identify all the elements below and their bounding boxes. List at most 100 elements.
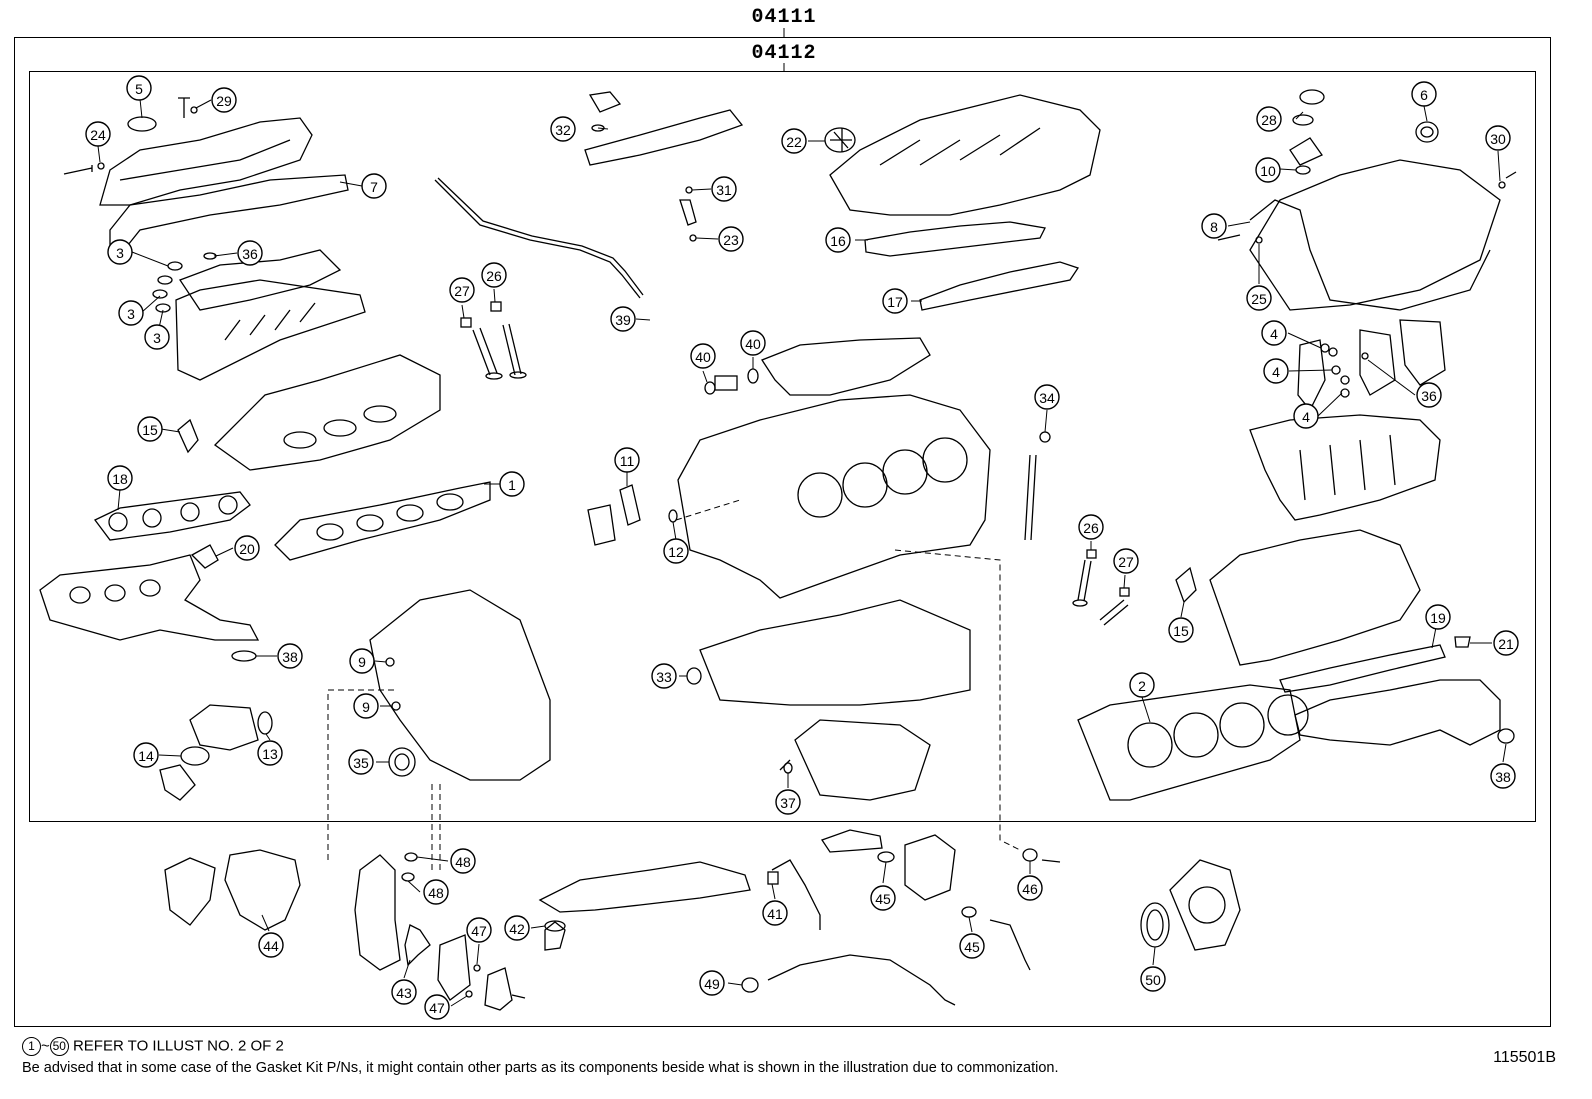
callout-number: 9	[358, 654, 366, 670]
callout-number: 10	[1260, 163, 1276, 179]
callout-number: 36	[1421, 388, 1437, 404]
callout-c23: 23	[718, 226, 744, 252]
callout-c16: 16	[825, 227, 851, 253]
callout-c41: 41	[762, 900, 788, 926]
callout-c22: 22	[781, 128, 807, 154]
callout-number: 39	[615, 312, 631, 328]
callout-c25: 25	[1246, 285, 1272, 311]
callout-c50: 50	[1140, 966, 1166, 992]
callout-number: 38	[282, 649, 298, 665]
callout-circle	[1411, 81, 1437, 107]
callout-c45a: 45	[870, 885, 896, 911]
callout-number: 20	[239, 541, 255, 557]
callout-number: 24	[90, 127, 106, 143]
callout-circle	[1416, 382, 1442, 408]
callout-circle	[663, 538, 689, 564]
callout-number: 3	[127, 306, 135, 322]
range-end-marker: 50	[49, 1037, 69, 1056]
callout-c3a: 3	[107, 239, 133, 265]
callout-c8: 8	[1201, 213, 1227, 239]
callout-c27a: 27	[449, 277, 475, 303]
leader-lines	[97, 98, 1507, 1007]
callout-number: 30	[1490, 131, 1506, 147]
callout-c19: 19	[1425, 604, 1451, 630]
callout-number: 11	[620, 453, 635, 469]
callout-c45b: 45	[959, 933, 985, 959]
callout-circle	[1201, 213, 1227, 239]
callout-c46: 46	[1017, 875, 1043, 901]
callout-circle	[959, 933, 985, 959]
callout-number: 8	[1210, 219, 1218, 235]
callout-number: 4	[1302, 409, 1310, 425]
callout-c18: 18	[107, 465, 133, 491]
callout-c12: 12	[663, 538, 689, 564]
callout-c43: 43	[391, 979, 417, 1005]
callout-circle	[85, 121, 111, 147]
callout-circle	[1293, 403, 1319, 429]
callout-number: 5	[135, 81, 143, 97]
callout-circle	[137, 416, 163, 442]
callout-number: 38	[1495, 769, 1511, 785]
callout-c17: 17	[882, 288, 908, 314]
callout-number: 47	[471, 923, 487, 939]
callout-circle	[1256, 106, 1282, 132]
callout-number: 19	[1430, 610, 1446, 626]
callout-number: 7	[370, 179, 378, 195]
callout-circle	[361, 173, 387, 199]
callout-circle	[711, 176, 737, 202]
callout-c4a: 4	[1261, 320, 1287, 346]
callout-c47a: 47	[466, 917, 492, 943]
callout-number: 45	[875, 891, 891, 907]
callout-number: 36	[242, 246, 258, 262]
callout-c2: 2	[1129, 672, 1155, 698]
callout-number: 4	[1270, 326, 1278, 342]
callout-c30: 30	[1485, 125, 1511, 151]
callout-circle	[107, 465, 133, 491]
callout-number: 48	[455, 854, 471, 870]
callout-circle	[775, 789, 801, 815]
callout-c13: 13	[257, 740, 283, 766]
callout-number: 14	[138, 748, 154, 764]
callout-c7: 7	[361, 173, 387, 199]
callout-c48a: 48	[450, 848, 476, 874]
callout-number: 23	[723, 232, 739, 248]
callout-c14: 14	[133, 742, 159, 768]
callout-circle	[353, 693, 379, 719]
callout-c47b: 47	[424, 994, 450, 1020]
footer-reference-line: 1~50 REFER TO ILLUST NO. 2 OF 2	[22, 1037, 284, 1056]
callout-circle	[1485, 125, 1511, 151]
illustration-id: 115501B	[1493, 1049, 1556, 1066]
callout-circle	[391, 979, 417, 1005]
callout-number: 50	[1145, 972, 1161, 988]
callout-circle	[211, 87, 237, 113]
callout-number: 27	[1118, 554, 1134, 570]
callout-number: 35	[353, 755, 369, 771]
callout-c15a: 15	[137, 416, 163, 442]
callout-circle	[118, 300, 144, 326]
callout-c9a: 9	[349, 648, 375, 674]
callout-circle	[651, 663, 677, 689]
callout-number: 46	[1022, 881, 1038, 897]
callout-circle	[126, 75, 152, 101]
callout-number: 4	[1272, 364, 1280, 380]
callout-c36a: 36	[237, 240, 263, 266]
callout-number: 15	[142, 422, 158, 438]
callout-number: 41	[767, 906, 783, 922]
callout-c48b: 48	[423, 879, 449, 905]
callout-number: 26	[486, 268, 502, 284]
callout-circle	[1425, 604, 1451, 630]
dashed-connectors	[327, 499, 1021, 870]
callout-circle	[550, 116, 576, 142]
callout-number: 28	[1261, 112, 1277, 128]
callout-c37: 37	[775, 789, 801, 815]
callout-circle	[1263, 358, 1289, 384]
callout-circle	[348, 749, 374, 775]
callout-number: 47	[429, 1000, 445, 1016]
callout-circle	[133, 742, 159, 768]
callout-number: 3	[116, 245, 124, 261]
callout-circle	[1493, 630, 1519, 656]
callout-number: 37	[780, 795, 796, 811]
callout-circle	[1034, 384, 1060, 410]
